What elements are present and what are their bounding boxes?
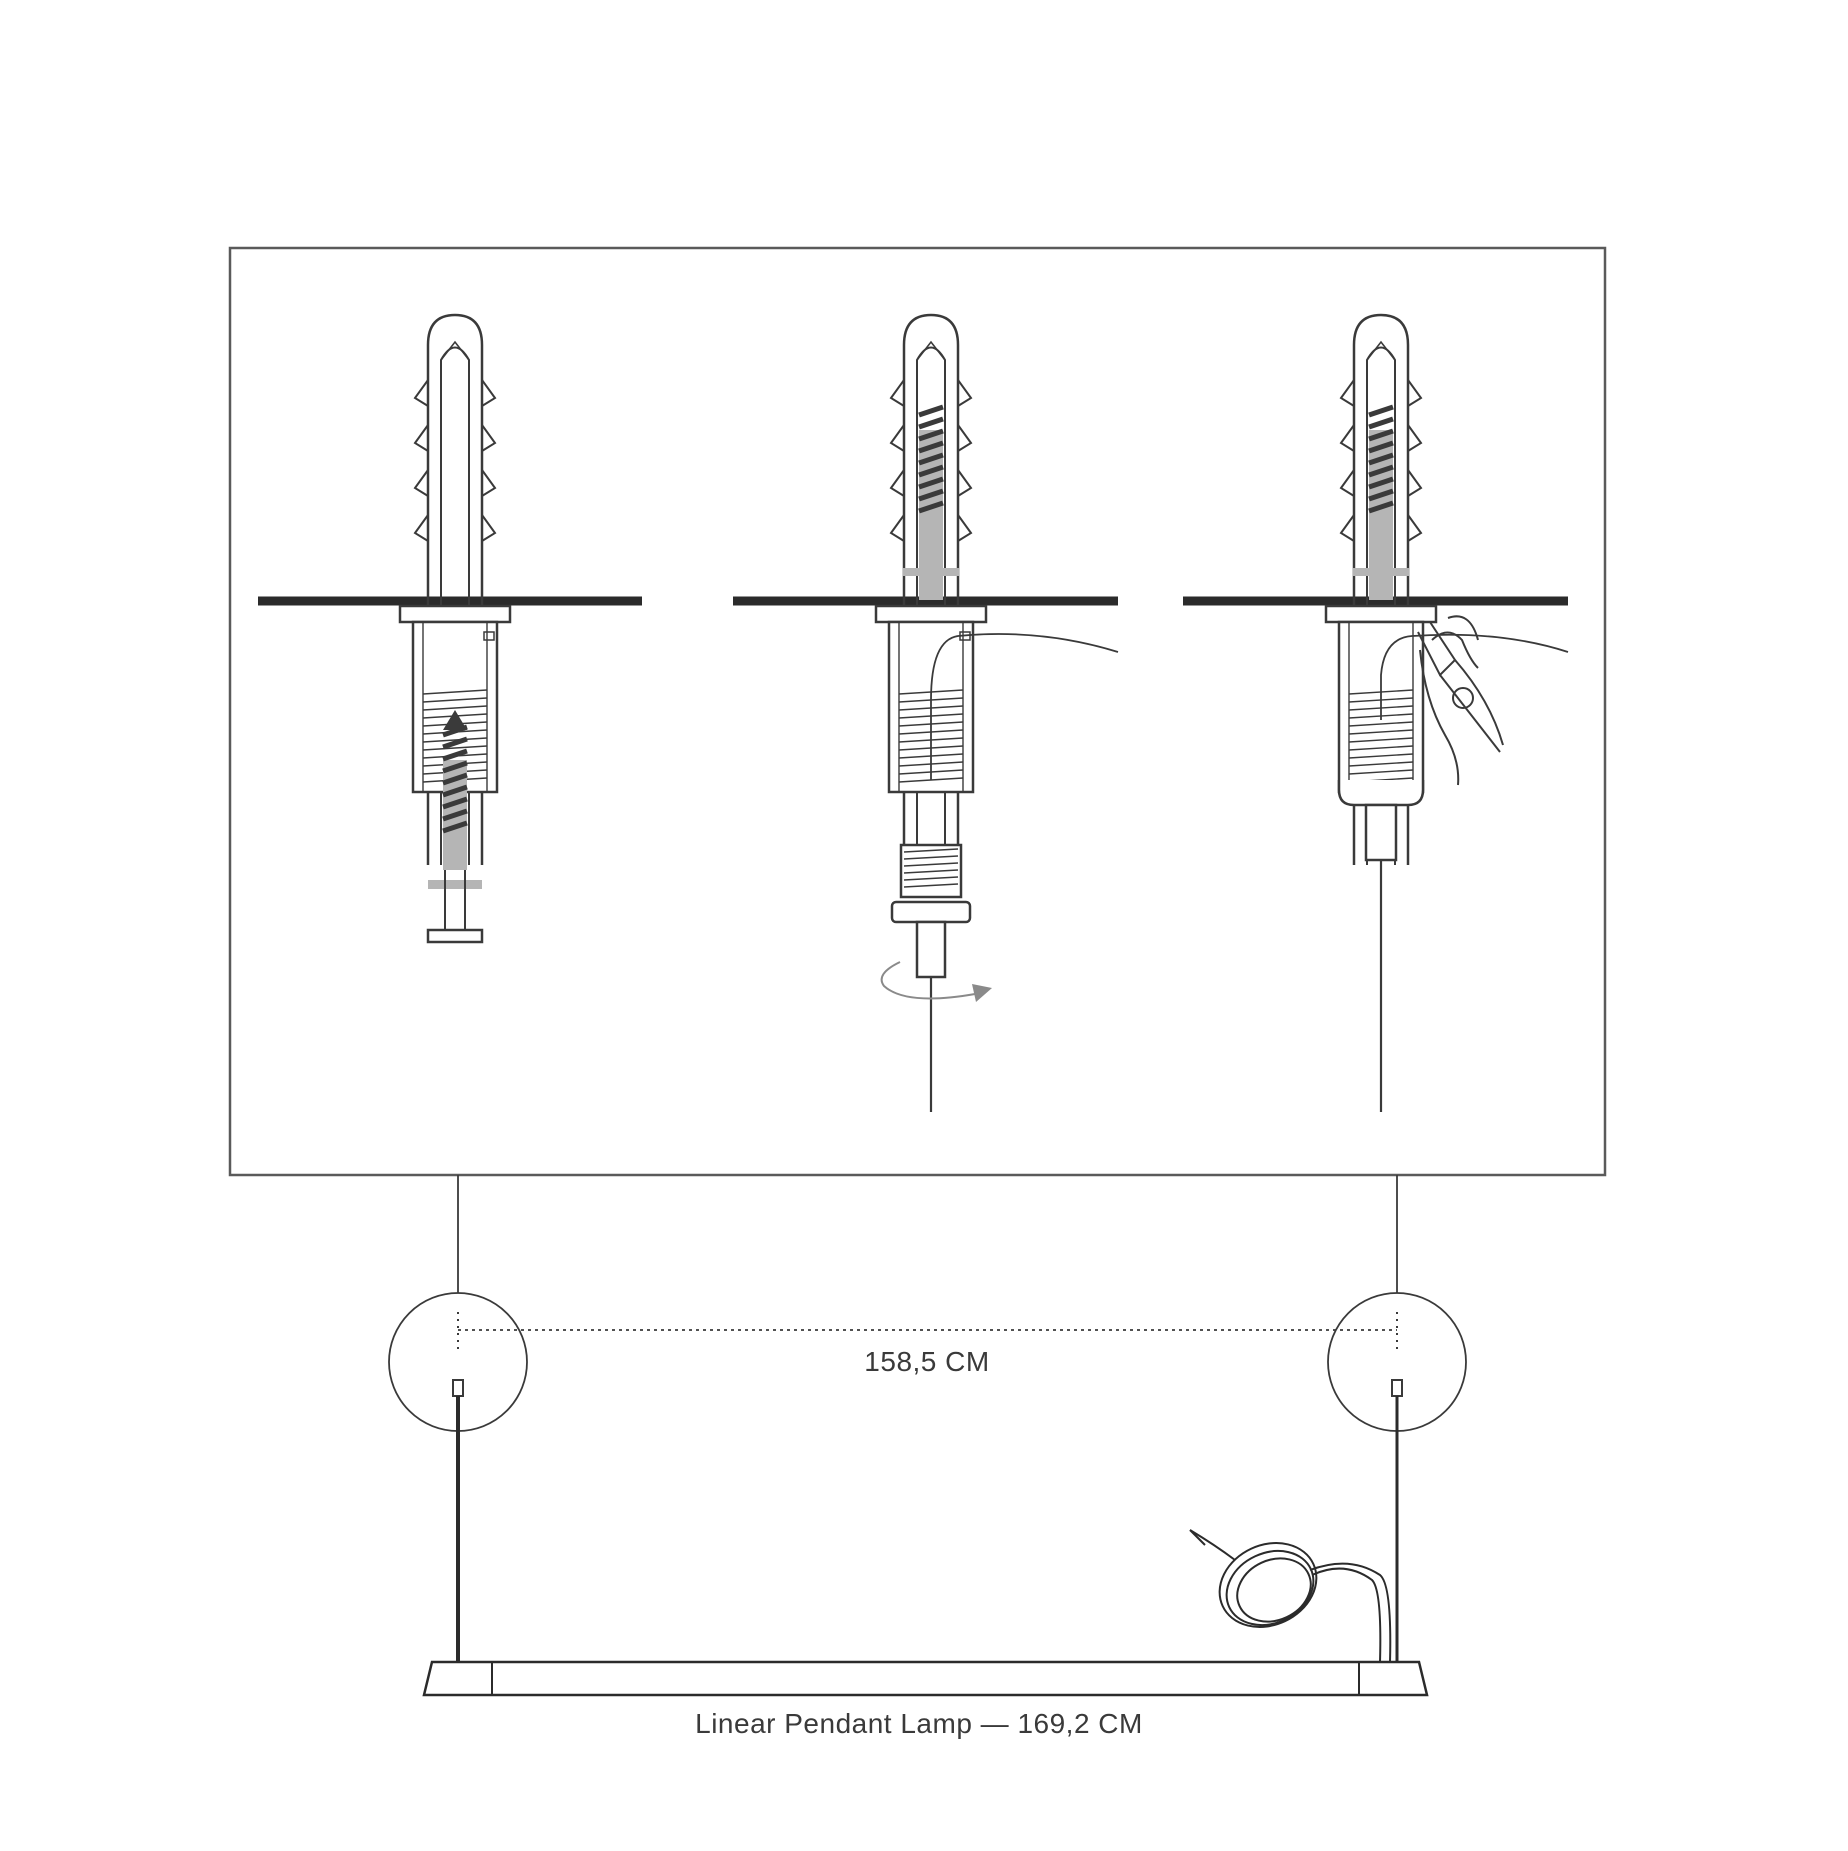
pliers-hand-icon <box>1417 615 1504 786</box>
step-2 <box>733 313 1119 1112</box>
step-1 <box>258 313 642 944</box>
detail-frame <box>228 246 1607 1177</box>
cable-coil-icon <box>1189 1529 1392 1663</box>
rotate-arrow-icon <box>880 961 992 1002</box>
cable-spacing-label: 158,5 CM <box>864 1346 989 1377</box>
cable-gripper-icon <box>890 843 972 979</box>
lamp-bar-icon <box>422 1660 1429 1697</box>
screw-icon <box>426 710 484 944</box>
step-3 <box>1183 313 1569 1112</box>
lamp-caption: Linear Pendant Lamp — 169,2 CM <box>695 1708 1143 1739</box>
